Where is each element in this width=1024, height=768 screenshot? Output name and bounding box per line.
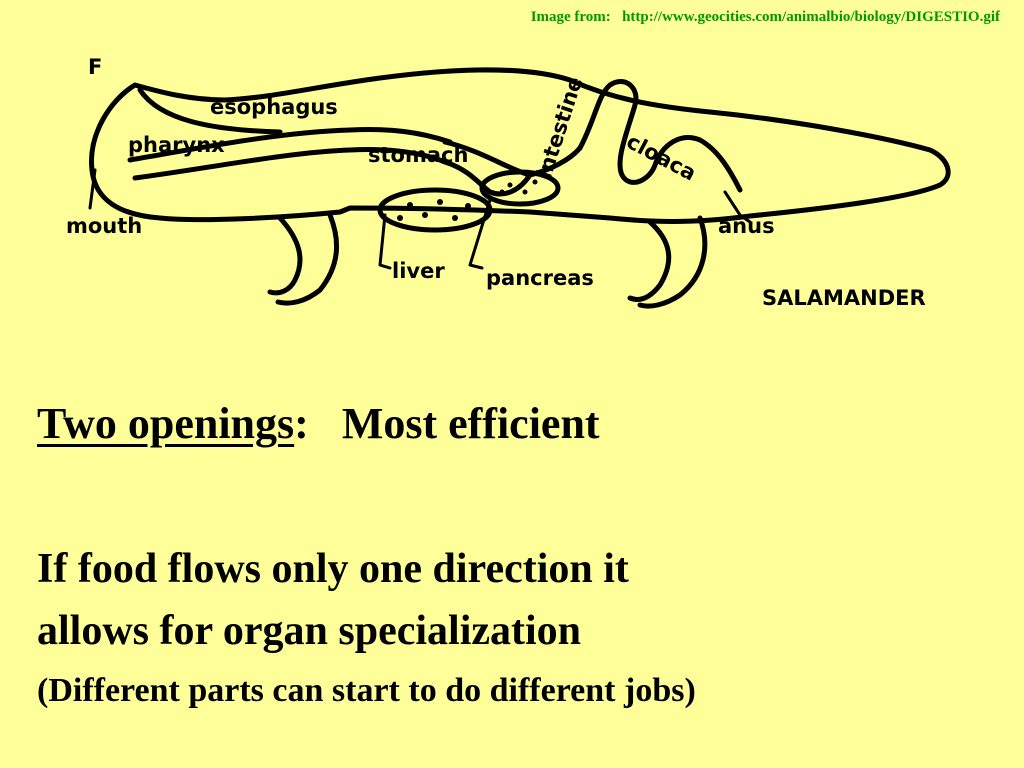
body-line-2: allows for organ specialization — [37, 608, 582, 654]
esophagus-tube-lower — [132, 147, 448, 181]
rear-leg — [627, 215, 708, 309]
mouth-leader — [88, 168, 97, 210]
heading: Two openings: Most efficient — [37, 398, 600, 449]
liver-organ — [377, 187, 493, 233]
intestine-loops — [577, 79, 743, 193]
esophagus-label: esophagus — [210, 95, 338, 119]
salamander-title: SALAMANDER — [762, 286, 926, 310]
body-outline — [89, 67, 951, 224]
liver-label: liver — [392, 259, 445, 283]
stomach-label: stomach — [368, 143, 468, 167]
pancreas-organ — [479, 169, 561, 207]
organ-stipple — [397, 179, 538, 221]
heading-rest: Most efficient — [341, 399, 600, 448]
pancreas-leader — [468, 198, 492, 270]
source-url: http://www.geocities.com/animalbio/biolo… — [622, 9, 1000, 25]
heading-key-term: Two openings — [37, 399, 295, 448]
intestine-label: intestine — [532, 74, 587, 182]
front-leg — [267, 212, 340, 306]
image-source-credit: Image from: http://www.geocities.com/ani… — [531, 9, 1000, 26]
esophagus-tube — [127, 127, 453, 163]
body-paragraph: If food flows only one direction it allo… — [37, 538, 629, 662]
corner-mark-label: F — [88, 55, 102, 79]
jaw-line — [137, 87, 283, 135]
anus-leader — [723, 190, 752, 224]
mouth-label: mouth — [66, 214, 142, 238]
body-note: (Different parts can start to do differe… — [37, 672, 696, 709]
pancreas-label: pancreas — [486, 266, 594, 290]
anus-label: anus — [718, 214, 775, 238]
salamander-digestive-diagram: F esophagus pharynx stomach intestine cl… — [50, 40, 970, 340]
source-label: Image from: — [530, 9, 611, 25]
body-line-1: If food flows only one direction it — [37, 546, 629, 592]
heading-colon: : — [294, 399, 309, 448]
liver-leader — [378, 213, 392, 270]
salamander-diagram-svg: F esophagus pharynx stomach intestine cl… — [66, 55, 951, 310]
pharynx-label: pharynx — [128, 133, 225, 157]
